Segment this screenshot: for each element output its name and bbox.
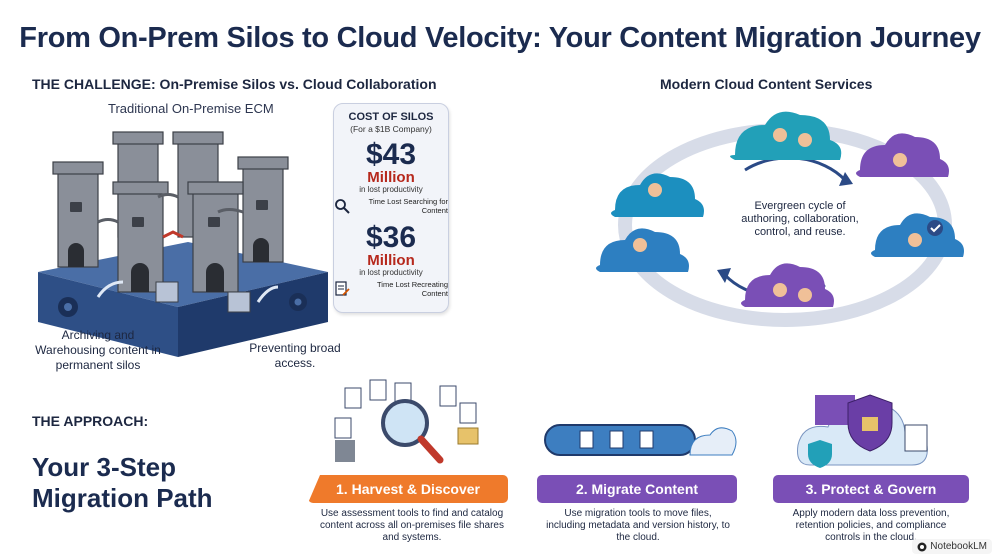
cost-amount-1: $43 <box>365 138 417 171</box>
cost-note-2: in lost productivity <box>359 268 423 277</box>
cost-unit-1: Million <box>367 169 415 186</box>
cost-title: COST OF SILOS <box>348 111 434 123</box>
ecm-label: Traditional On-Premise ECM <box>108 101 274 116</box>
challenge-label: THE CHALLENGE: On-Premise Silos vs. Clou… <box>32 76 437 92</box>
caption-archiving: Archiving and Warehousing content in per… <box>35 328 161 372</box>
cost-detail-1: Time Lost Searching for Content <box>368 197 448 215</box>
step-3-banner: 3. Protect & Govern <box>773 475 969 503</box>
castle-silos-illustration <box>38 131 328 357</box>
document-pencil-icon <box>335 281 350 296</box>
step-1-banner: 1. Harvest & Discover <box>308 475 508 503</box>
caption-preventing: Preventing broad access. <box>249 341 341 370</box>
cost-subtitle: (For a $1B Company) <box>350 124 432 134</box>
cost-amount-2: $36 <box>365 221 417 254</box>
cost-unit-2: Million <box>367 252 415 269</box>
cycle-text: Evergreen cycle of authoring, collaborat… <box>741 200 859 238</box>
cost-of-silos-card: COST OF SILOS (For a $1B Company) $43 Mi… <box>333 103 449 313</box>
step-1-desc: Use assessment tools to find and catalog… <box>320 508 504 543</box>
modern-label: Modern Cloud Content Services <box>660 76 873 92</box>
cost-note-1: in lost productivity <box>359 185 423 194</box>
step-2-desc: Use migration tools to move files, inclu… <box>546 508 730 543</box>
notebooklm-logo-icon <box>917 542 927 551</box>
cost-detail-2: Time Lost Recreating Content <box>376 280 448 298</box>
approach-label: THE APPROACH: <box>32 413 149 429</box>
migration-path-heading: Your 3-Step Migration Path <box>32 452 213 513</box>
step-2-banner: 2. Migrate Content <box>537 475 737 503</box>
step-3-desc: Apply modern data loss prevention, reten… <box>792 508 950 543</box>
harvest-discover-icon <box>334 379 479 464</box>
page-title: From On-Prem Silos to Cloud Velocity: Yo… <box>19 22 981 54</box>
cloud-cycle-illustration <box>596 111 964 327</box>
footer-brand: NotebookLM <box>930 541 987 552</box>
gear-icon <box>58 293 307 317</box>
protect-govern-icon <box>797 394 928 468</box>
magnifier-icon <box>335 199 350 214</box>
migrate-pipeline-icon <box>544 424 737 456</box>
notebooklm-badge: NotebookLM <box>912 539 992 554</box>
